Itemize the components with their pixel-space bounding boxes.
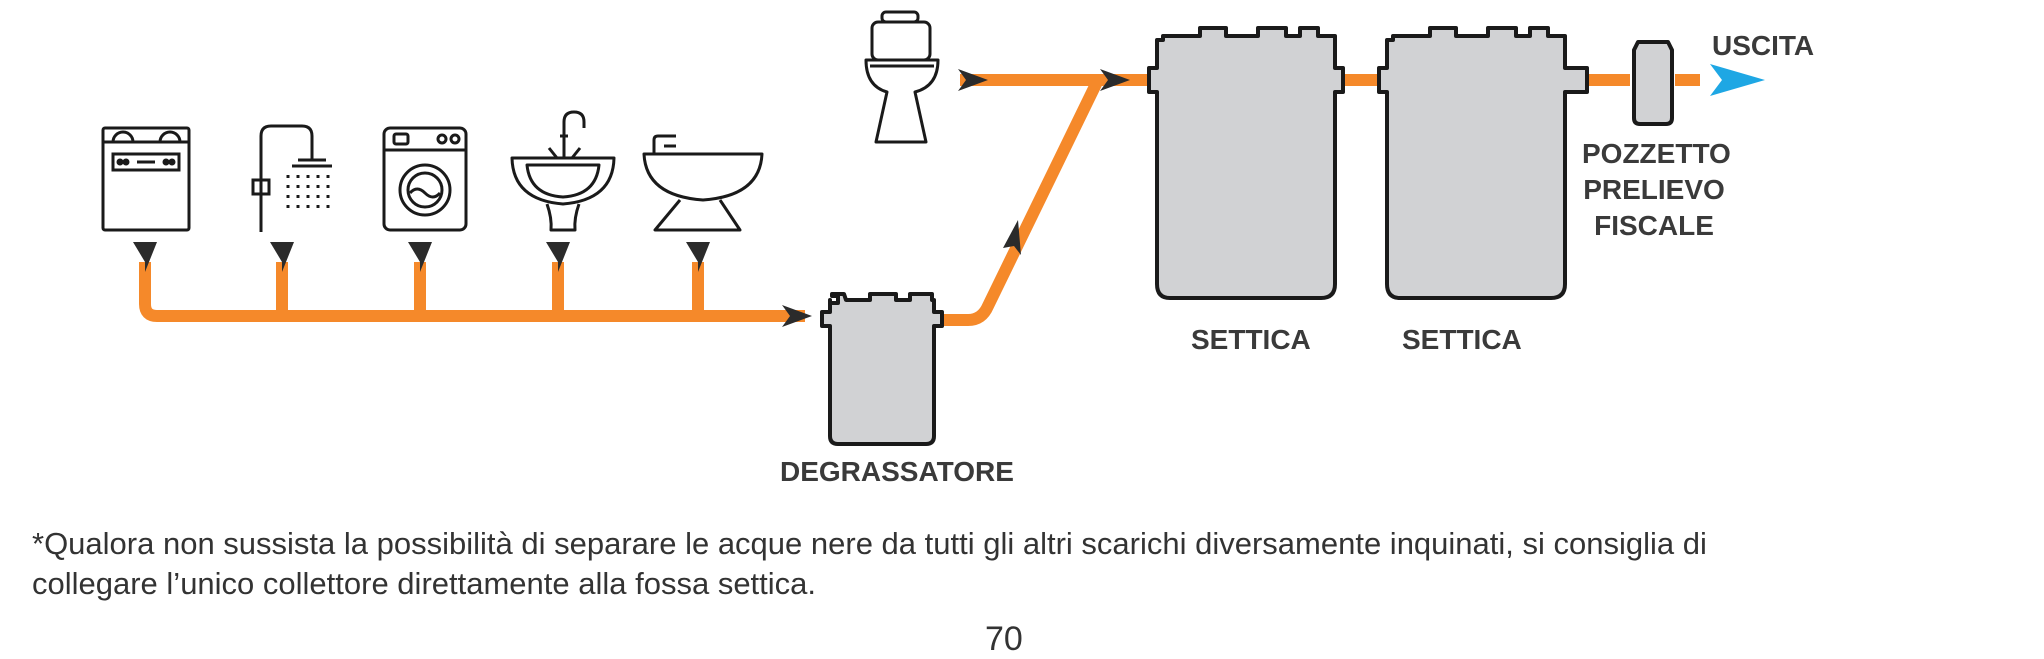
septic-tank-2 xyxy=(1377,26,1589,300)
wastewater-flow-diagram xyxy=(101,10,1765,446)
shower-icon xyxy=(251,124,332,230)
degreaser-tank xyxy=(820,292,944,446)
arrow-up-riser xyxy=(1003,220,1021,255)
flow-arrows xyxy=(133,69,1130,327)
outlet-label: USCITA xyxy=(1712,30,1815,61)
sampling-well-label-line1: POZZETTO xyxy=(1582,138,1731,169)
degreaser-label: DEGRASSATORE xyxy=(780,456,1014,487)
arrow-down-washing-machine xyxy=(408,242,432,272)
arrow-down-dishwasher xyxy=(133,242,157,272)
arrow-down-sink xyxy=(546,242,570,272)
arrow-down-shower xyxy=(270,242,294,272)
sampling-well-label: POZZETTO PRELIEVO FISCALE xyxy=(1582,136,1731,244)
sampling-well-label-line3: FISCALE xyxy=(1594,210,1714,241)
page-number: 70 xyxy=(985,620,1023,658)
dishwasher-icon xyxy=(101,126,191,232)
exit-arrow xyxy=(1710,64,1765,96)
footnote: *Qualora non sussista la possibilità di … xyxy=(32,524,2032,604)
septic-tank-1 xyxy=(1147,26,1345,300)
degreaser-to-septic-pipe xyxy=(940,74,1155,326)
septic-tank-2-label: SETTICA xyxy=(1402,324,1522,355)
septic-tank-1-label: SETTICA xyxy=(1191,324,1311,355)
sampling-well xyxy=(1632,40,1674,126)
arrow-right-toilet xyxy=(958,69,988,91)
arrow-right-septic-inlet xyxy=(1100,69,1130,91)
arrow-down-bidet xyxy=(686,242,710,272)
footnote-line1: *Qualora non sussista la possibilità di … xyxy=(32,526,1707,561)
footnote-line2: collegare l’unico collettore direttament… xyxy=(32,566,817,601)
toilet-icon xyxy=(864,10,940,144)
sink-icon xyxy=(510,110,616,232)
arrow-right-degreaser xyxy=(782,305,812,327)
bidet-icon xyxy=(642,134,764,232)
collector-pipe xyxy=(139,262,805,322)
sampling-well-label-line2: PRELIEVO xyxy=(1583,174,1725,205)
washing-machine-icon xyxy=(382,126,468,232)
